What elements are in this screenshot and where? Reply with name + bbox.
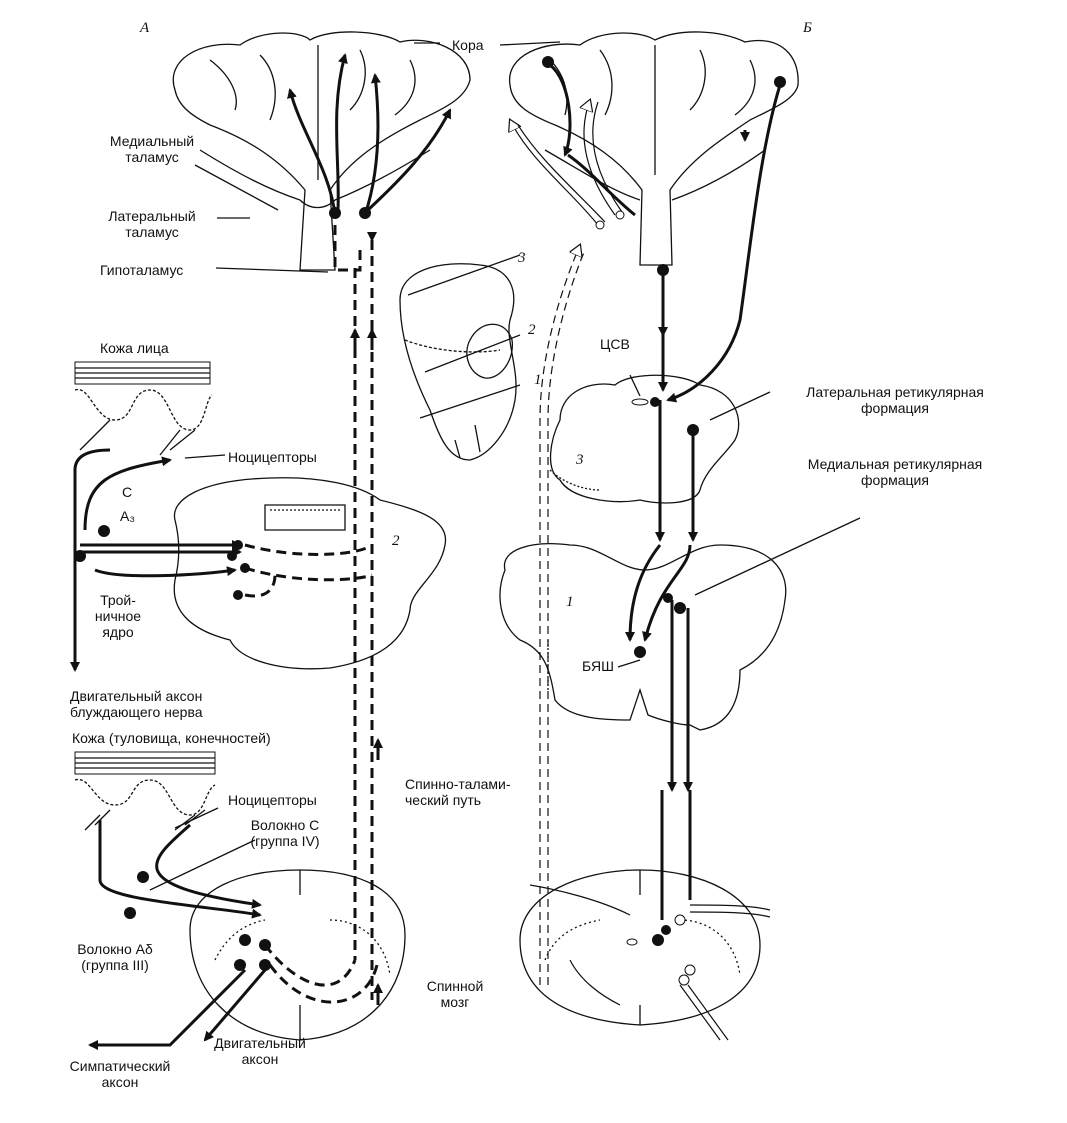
face-skin [74,361,213,456]
vagus-motor-axon-label: Двигательный аксон блуждающего нерва [70,688,203,720]
pons-b [499,543,787,731]
panel-a-label: А [140,20,150,36]
cortex-label: Кора [452,37,484,53]
fiber-ad-group-label: Волокно Аδ (группа III) [77,941,153,973]
medulla-num-2: 2 [392,533,400,549]
lateral-thalamus-label: Латеральный таламус [108,208,196,240]
inset-num-3: 3 [518,250,526,266]
byash-label: БЯШ [582,658,614,674]
spinal-cord-b [519,869,771,1041]
motor-axon-label: Двигательный аксон [214,1035,306,1067]
midbrain-b [549,374,740,504]
midbrain-num-3: 3 [576,452,584,468]
brainstem-inset [399,254,521,461]
sympathetic-axon-label: Симпатический аксон [69,1058,171,1090]
inset-num-2: 2 [528,322,536,338]
trunk-skin [74,751,216,831]
fiber-a-label: A₃ [120,508,136,524]
csv-label: ЦСВ [600,336,630,352]
medulla-a [173,477,447,670]
hypothalamus-label: Гипоталамус [100,262,184,278]
spinal-cord-label: Спинной мозг [426,978,484,1010]
trunk-skin-label: Кожа (туловища, конечностей) [72,730,271,746]
spinothalamic-tract-label: Спинно-талами- ческий путь [405,776,511,808]
inset-num-1: 1 [534,372,542,388]
lateral-reticular-label: Латеральная ретикулярная формация [806,384,984,416]
trigeminal-nucleus-label: Трой- ничное ядро [94,592,142,640]
fiber-c-group-label: Волокно С (группа IV) [250,817,320,849]
pons-num-1: 1 [566,594,574,610]
nociceptors-trunk-label: Ноцицепторы [228,792,317,808]
fiber-c-label: C [122,484,133,500]
brain-a-outline [172,31,471,271]
medial-reticular-label: Медиальная ретикулярная формация [807,456,983,488]
panel-b-label: Б [803,20,812,36]
nociceptors-face-label: Ноцицепторы [228,449,317,465]
medial-thalamus-label: Медиальный таламус [109,133,195,165]
spinal-cord-a [189,869,406,1041]
face-skin-label: Кожа лица [100,340,169,356]
